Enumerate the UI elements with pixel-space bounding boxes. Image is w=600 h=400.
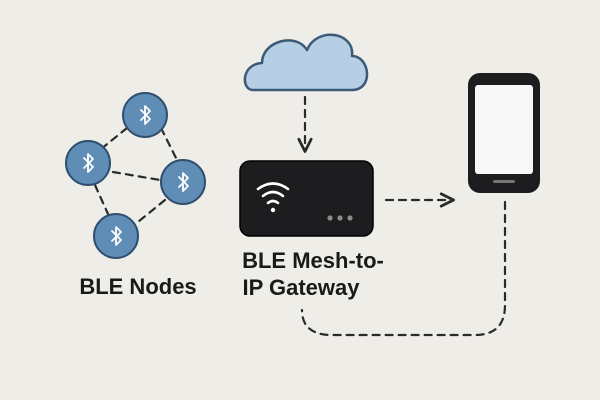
- wifi-icon: [256, 182, 290, 213]
- ble-node: [122, 92, 168, 138]
- ble-node: [160, 159, 206, 205]
- status-leds: [327, 215, 353, 221]
- ble-node: [65, 140, 111, 186]
- mesh-link: [159, 126, 179, 162]
- gateway-device: [239, 160, 374, 237]
- phone-to-gateway-connector: [300, 200, 507, 337]
- smartphone-icon: [468, 73, 540, 193]
- gateway-label-line1: BLE Mesh-to-: [242, 248, 384, 273]
- gateway-label-line2: IP Gateway: [243, 275, 361, 300]
- ble-nodes-label: BLE Nodes: [79, 274, 196, 299]
- cloud-icon: [243, 33, 369, 92]
- mesh-link: [111, 170, 162, 182]
- mesh-link: [99, 126, 129, 151]
- mesh-link: [93, 183, 110, 216]
- ble-node: [93, 213, 139, 259]
- mesh-link: [131, 198, 167, 228]
- mesh-links: [93, 126, 179, 228]
